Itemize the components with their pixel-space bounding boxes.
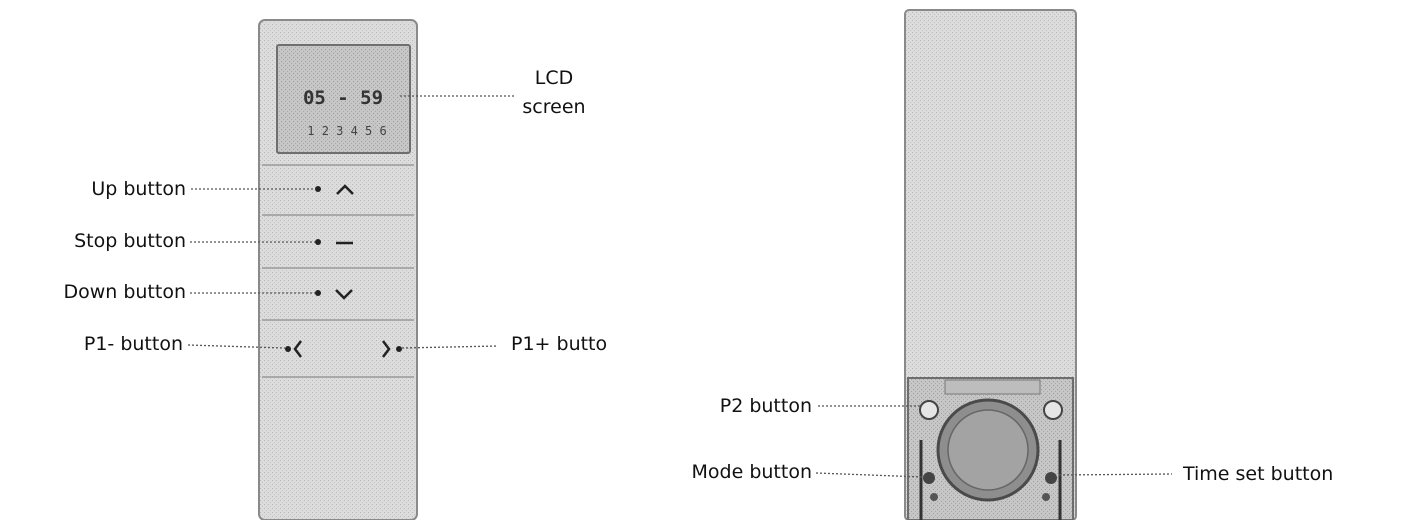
back-leader-lines — [815, 405, 1173, 478]
up-button-label: Up button — [91, 178, 186, 200]
front-remote — [258, 19, 418, 520]
mode-button-screw — [930, 493, 938, 501]
lcd-screen-label: LCD screen — [518, 64, 590, 122]
p1-minus-button-label: P1- button — [83, 333, 183, 355]
time-set-button[interactable] — [1045, 472, 1057, 484]
chevron-left-icon[interactable] — [293, 340, 302, 358]
lcd-top-row: 05 - 59 — [303, 87, 383, 109]
time-set-button-screw — [1042, 493, 1050, 501]
time-set-button-label: Time set button — [1183, 463, 1334, 485]
leader-line-p1-plus — [401, 345, 499, 349]
p1-plus-button-dot[interactable] — [396, 346, 402, 352]
lcd-screen — [276, 44, 411, 154]
mode-button[interactable] — [923, 472, 935, 484]
battery-compartment-top — [944, 379, 1041, 395]
leader-line-p1-minus — [187, 344, 286, 349]
lcd-bottom-row: 1 2 3 4 5 6 — [307, 124, 386, 138]
leader-line-time-set — [1058, 473, 1173, 476]
coin-battery-inner — [947, 409, 1029, 491]
down-button-label: Down button — [63, 281, 186, 303]
p1-minus-button-dot[interactable] — [285, 346, 291, 352]
mode-button-label: Mode button — [691, 461, 812, 483]
chevron-down-icon[interactable] — [335, 289, 353, 300]
lcd-label-line-1: LCD — [534, 67, 574, 89]
back-remote — [904, 9, 1077, 520]
lcd-label-line-2: screen — [522, 96, 586, 118]
stop-button-dot[interactable] — [315, 239, 321, 245]
leader-line-mode — [815, 472, 924, 478]
p2-button[interactable] — [919, 400, 939, 420]
up-button-dot[interactable] — [315, 186, 321, 192]
front-leader-lines — [187, 95, 514, 349]
stop-button-label: Stop button — [74, 230, 186, 252]
p1-plus-button-label: P1+ butto — [511, 333, 608, 355]
back-right-button[interactable] — [1043, 400, 1063, 420]
p2-button-label: P2 button — [719, 395, 812, 417]
down-button-dot[interactable] — [315, 290, 321, 296]
chevron-right-icon[interactable] — [382, 340, 391, 358]
chevron-up-icon[interactable] — [336, 184, 354, 195]
